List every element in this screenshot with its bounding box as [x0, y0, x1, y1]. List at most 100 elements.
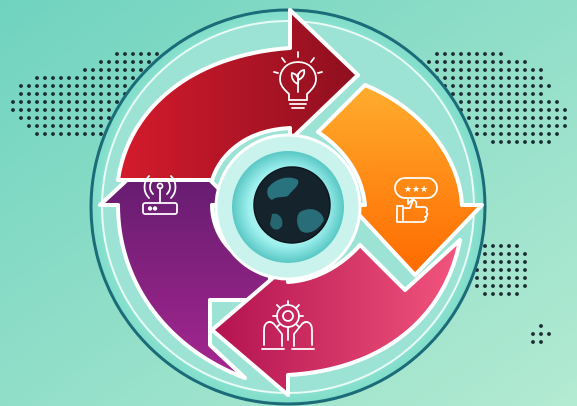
map-dot [467, 68, 471, 72]
map-dot [491, 116, 495, 120]
map-dot [491, 260, 495, 264]
map-dot [67, 92, 71, 96]
map-dot [507, 124, 511, 128]
map-dot [539, 332, 543, 336]
map-dot [515, 84, 519, 88]
map-dot [499, 252, 503, 256]
map-dot [99, 92, 103, 96]
map-dot [491, 252, 495, 256]
map-dot [507, 140, 511, 144]
map-dot [499, 116, 503, 120]
map-dot [491, 244, 495, 248]
map-dot [451, 68, 455, 72]
map-dot [51, 132, 55, 136]
map-dot [515, 108, 519, 112]
map-dot [91, 84, 95, 88]
map-dot [499, 276, 503, 280]
map-dot [27, 124, 31, 128]
map-dot [75, 116, 79, 120]
map-dot [459, 100, 463, 104]
map-dot [555, 124, 559, 128]
map-dot [475, 132, 479, 136]
map-dot [523, 108, 527, 112]
map-dot [99, 68, 103, 72]
map-dot [515, 244, 519, 248]
map-dot [99, 76, 103, 80]
map-dot [99, 60, 103, 64]
map-dot [91, 124, 95, 128]
map-dot [555, 116, 559, 120]
map-dot [59, 132, 63, 136]
map-dot [563, 124, 567, 128]
map-dot [99, 132, 103, 136]
map-dot [475, 124, 479, 128]
map-dot [75, 108, 79, 112]
map-dot [43, 132, 47, 136]
map-dot [475, 68, 479, 72]
map-dot [491, 76, 495, 80]
map-dot [523, 124, 527, 128]
map-dot [499, 52, 503, 56]
map-dot [475, 276, 479, 280]
map-dot [107, 100, 111, 104]
map-dot [547, 124, 551, 128]
map-dot [491, 132, 495, 136]
map-dot [507, 292, 511, 296]
map-dot [67, 124, 71, 128]
map-dot [459, 52, 463, 56]
map-dot [523, 132, 527, 136]
map-dot [59, 84, 63, 88]
map-dot [107, 60, 111, 64]
map-dot [515, 100, 519, 104]
map-dot [547, 84, 551, 88]
map-dot [483, 268, 487, 272]
map-dot [75, 100, 79, 104]
map-dot [531, 124, 535, 128]
map-dot [451, 60, 455, 64]
map-dot [499, 76, 503, 80]
map-dot [539, 92, 543, 96]
map-dot [483, 284, 487, 288]
map-dot [507, 284, 511, 288]
map-dot [539, 324, 543, 328]
map-dot [523, 68, 527, 72]
map-dot [83, 84, 87, 88]
map-dot [115, 76, 119, 80]
rating-thumbs-up-icon: ★★★ [394, 177, 438, 223]
map-dot [91, 76, 95, 80]
map-dot [19, 84, 23, 88]
map-dot [539, 132, 543, 136]
map-dot [531, 108, 535, 112]
map-dot [499, 108, 503, 112]
map-dot [539, 140, 543, 144]
map-dot [59, 108, 63, 112]
map-dot [491, 284, 495, 288]
map-dot [107, 76, 111, 80]
map-dot [523, 268, 527, 272]
map-dot [475, 108, 479, 112]
map-dot [51, 100, 55, 104]
map-dot [107, 92, 111, 96]
map-dot [43, 100, 47, 104]
map-dot [19, 108, 23, 112]
map-dot [531, 92, 535, 96]
map-dot [515, 116, 519, 120]
hands-gear-bulb-icon [261, 300, 315, 350]
map-dot [483, 124, 487, 128]
map-dot [539, 108, 543, 112]
map-dot [499, 292, 503, 296]
map-dot [43, 116, 47, 120]
map-dot [435, 68, 439, 72]
map-dot [507, 252, 511, 256]
map-dot [515, 68, 519, 72]
map-dot [27, 116, 31, 120]
map-dot [515, 92, 519, 96]
map-dot [491, 100, 495, 104]
map-dot [75, 132, 79, 136]
map-dot [67, 84, 71, 88]
map-dot [59, 76, 63, 80]
map-dot [91, 68, 95, 72]
map-dot [507, 68, 511, 72]
map-dot [555, 100, 559, 104]
map-dot [115, 100, 119, 104]
